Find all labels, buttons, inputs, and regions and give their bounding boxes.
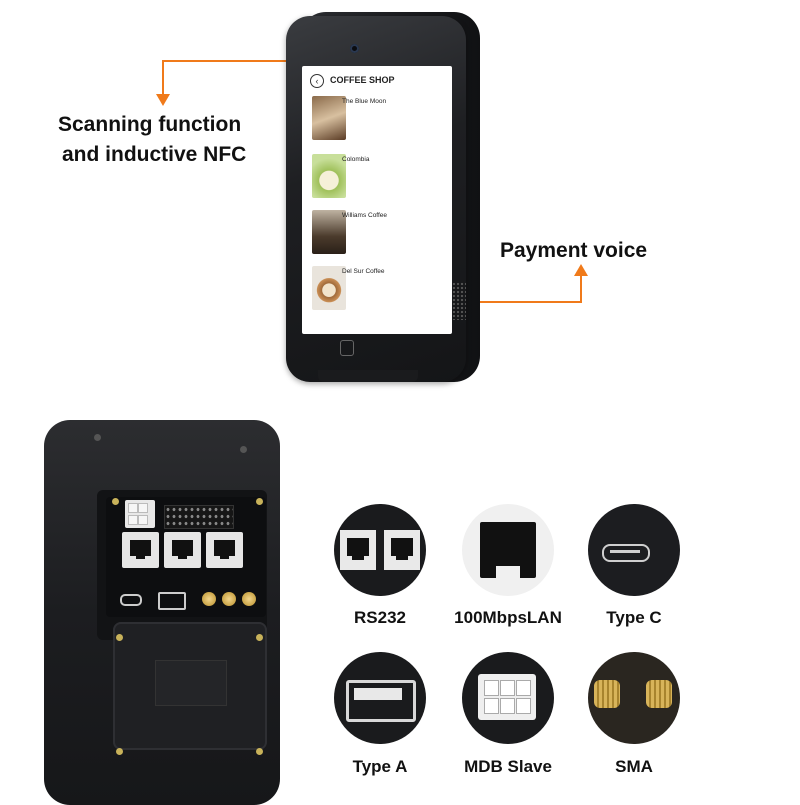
menu-item-label: Colombia	[342, 156, 370, 163]
type-a-bubble	[334, 652, 426, 744]
menu-item-label: Del Sur Coffee	[342, 268, 385, 275]
device-screen: ‹ COFFEE SHOP The Blue Moon Colombia Wil…	[302, 66, 452, 334]
speaker-grille-icon	[452, 282, 466, 320]
rj45-port-icon	[164, 532, 201, 568]
cover-plate	[155, 660, 227, 706]
sma-connector-icon	[202, 592, 216, 606]
rj45-port-icon	[206, 532, 243, 568]
screw-icon	[116, 748, 123, 755]
callout-payment: Payment voice	[500, 239, 648, 262]
screw-icon	[240, 446, 247, 453]
callout-scanning-line2: and inductive NFC	[62, 143, 247, 166]
device-base	[318, 370, 418, 382]
usb-a-port-icon	[158, 592, 186, 610]
nfc-logo-icon	[340, 340, 354, 356]
callout-payment-line-h	[470, 301, 582, 303]
callout-scanning: Scanning function and inductive NFC	[58, 110, 246, 170]
lan-bubble	[462, 504, 554, 596]
menu-item[interactable]: The Blue Moon	[312, 96, 447, 148]
type-c-bubble	[588, 504, 680, 596]
port-label-rs232: RS232	[354, 608, 406, 627]
screw-icon	[256, 498, 263, 505]
menu-item[interactable]: Del Sur Coffee	[312, 266, 447, 318]
camera-icon	[350, 44, 359, 53]
rs232-bubble	[334, 504, 426, 596]
callout-payment-line-v	[580, 274, 582, 303]
menu-item[interactable]: Williams Coffee	[312, 210, 447, 262]
menu-item[interactable]: Colombia	[312, 154, 447, 206]
callout-payment-arrow-icon	[574, 264, 588, 276]
coffee-cup-thumb-icon	[312, 154, 346, 198]
barista-thumb-icon	[312, 210, 346, 254]
pin-header-icon	[164, 505, 234, 529]
sma-bubble	[588, 652, 680, 744]
mdb-port-icon	[125, 500, 155, 528]
sma-connector-icon	[222, 592, 236, 606]
screw-icon	[256, 748, 263, 755]
screw-icon	[112, 498, 119, 505]
menu-item-label: Williams Coffee	[342, 212, 388, 219]
screen-title: COFFEE SHOP	[330, 75, 395, 85]
sma-connector-icon	[242, 592, 256, 606]
screw-icon	[256, 634, 263, 641]
callout-scanning-line-v	[162, 60, 164, 96]
callout-scanning-line1: Scanning function	[58, 113, 242, 136]
menu-item-label: The Blue Moon	[342, 98, 387, 105]
screw-icon	[116, 634, 123, 641]
mdb-bubble	[462, 652, 554, 744]
port-label-mdb-slave: MDB Slave	[464, 757, 552, 776]
callout-scanning-arrow-icon	[156, 94, 170, 106]
port-label-type-c: Type C	[606, 608, 662, 627]
rj45-port-icon	[122, 532, 159, 568]
latte-thumb-icon	[312, 266, 346, 310]
type-c-port-icon	[120, 594, 142, 606]
callout-scanning-line-h	[162, 60, 350, 62]
back-arrow-icon[interactable]: ‹	[310, 74, 324, 88]
port-label-type-a: Type A	[352, 757, 408, 776]
coffee-cup-thumb-icon	[312, 96, 346, 140]
port-label-sma: SMA	[615, 757, 653, 776]
port-label-lan: 100MbpsLAN	[454, 608, 562, 627]
screen-header: ‹ COFFEE SHOP	[302, 74, 452, 90]
screw-icon	[94, 434, 101, 441]
